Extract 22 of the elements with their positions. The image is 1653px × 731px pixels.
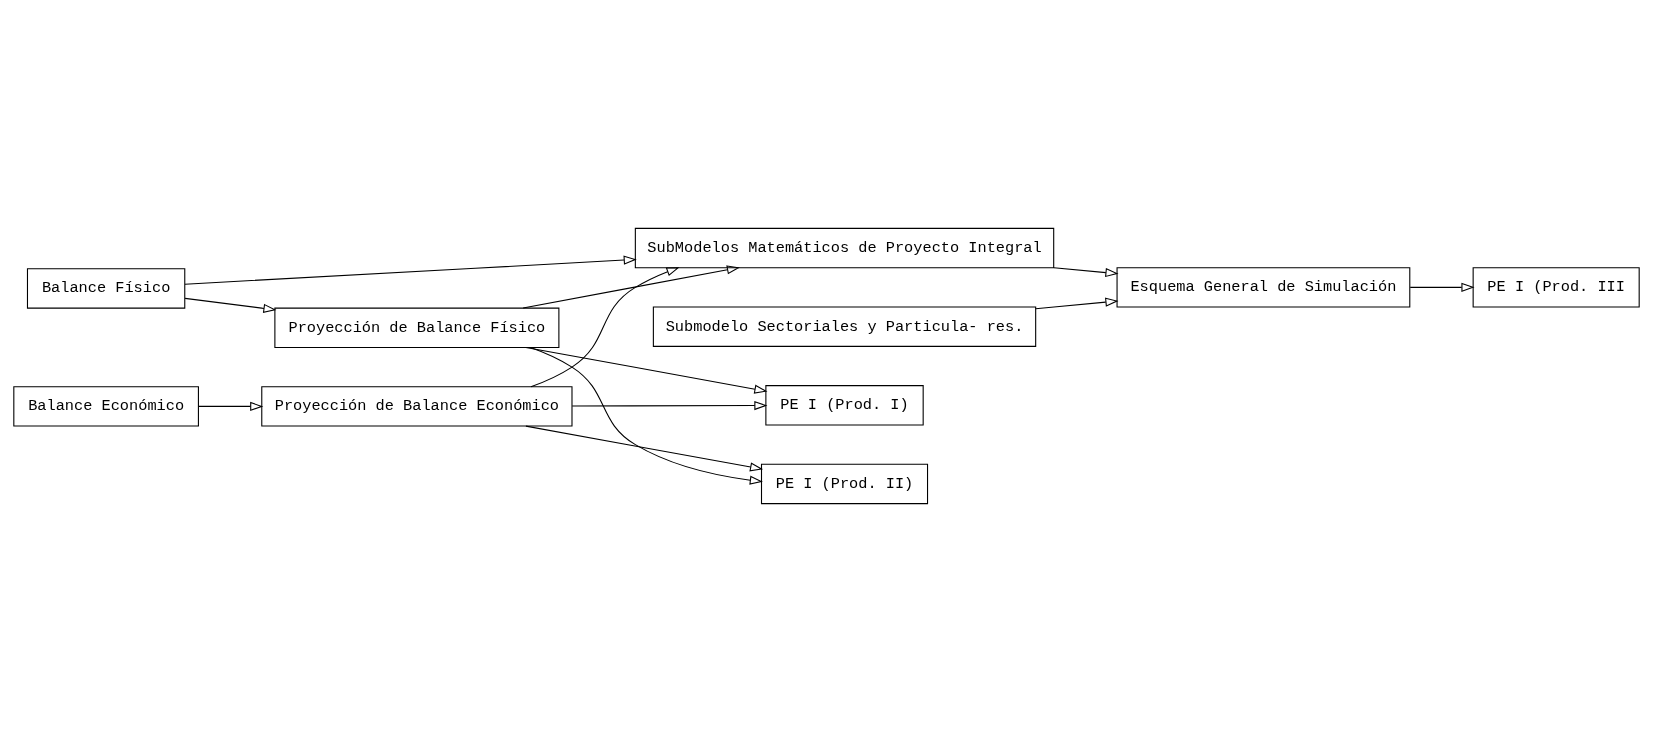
node-box: PE I (Prod. I) bbox=[765, 384, 924, 426]
arrow bbox=[529, 346, 763, 485]
node-box: PE I (Prod. II) bbox=[760, 463, 929, 504]
arrow bbox=[525, 346, 768, 394]
arrow bbox=[525, 425, 764, 471]
arrow bbox=[184, 255, 637, 285]
arrow bbox=[571, 400, 768, 410]
arrow bbox=[1053, 266, 1119, 277]
node-box: Balance Económico bbox=[13, 385, 199, 427]
arrow bbox=[198, 401, 264, 411]
arrow bbox=[530, 266, 680, 387]
node-box: Esquema General de Simulación bbox=[1116, 266, 1411, 308]
node-box: Submodelo Sectoriales y Particula- res. bbox=[652, 305, 1037, 347]
node-box: Proyección de Balance Económico bbox=[261, 385, 573, 427]
node-box: Balance Físico bbox=[26, 267, 186, 309]
node-box: PE I (Prod. III bbox=[1472, 266, 1640, 308]
node-box: Proyección de Balance Físico bbox=[274, 307, 560, 348]
arrow bbox=[522, 264, 740, 309]
arrow bbox=[1409, 282, 1475, 292]
arrow bbox=[1035, 297, 1119, 309]
arrow bbox=[184, 297, 277, 313]
node-box: SubModelos Matemáticos de Proyecto Integral bbox=[634, 227, 1055, 268]
